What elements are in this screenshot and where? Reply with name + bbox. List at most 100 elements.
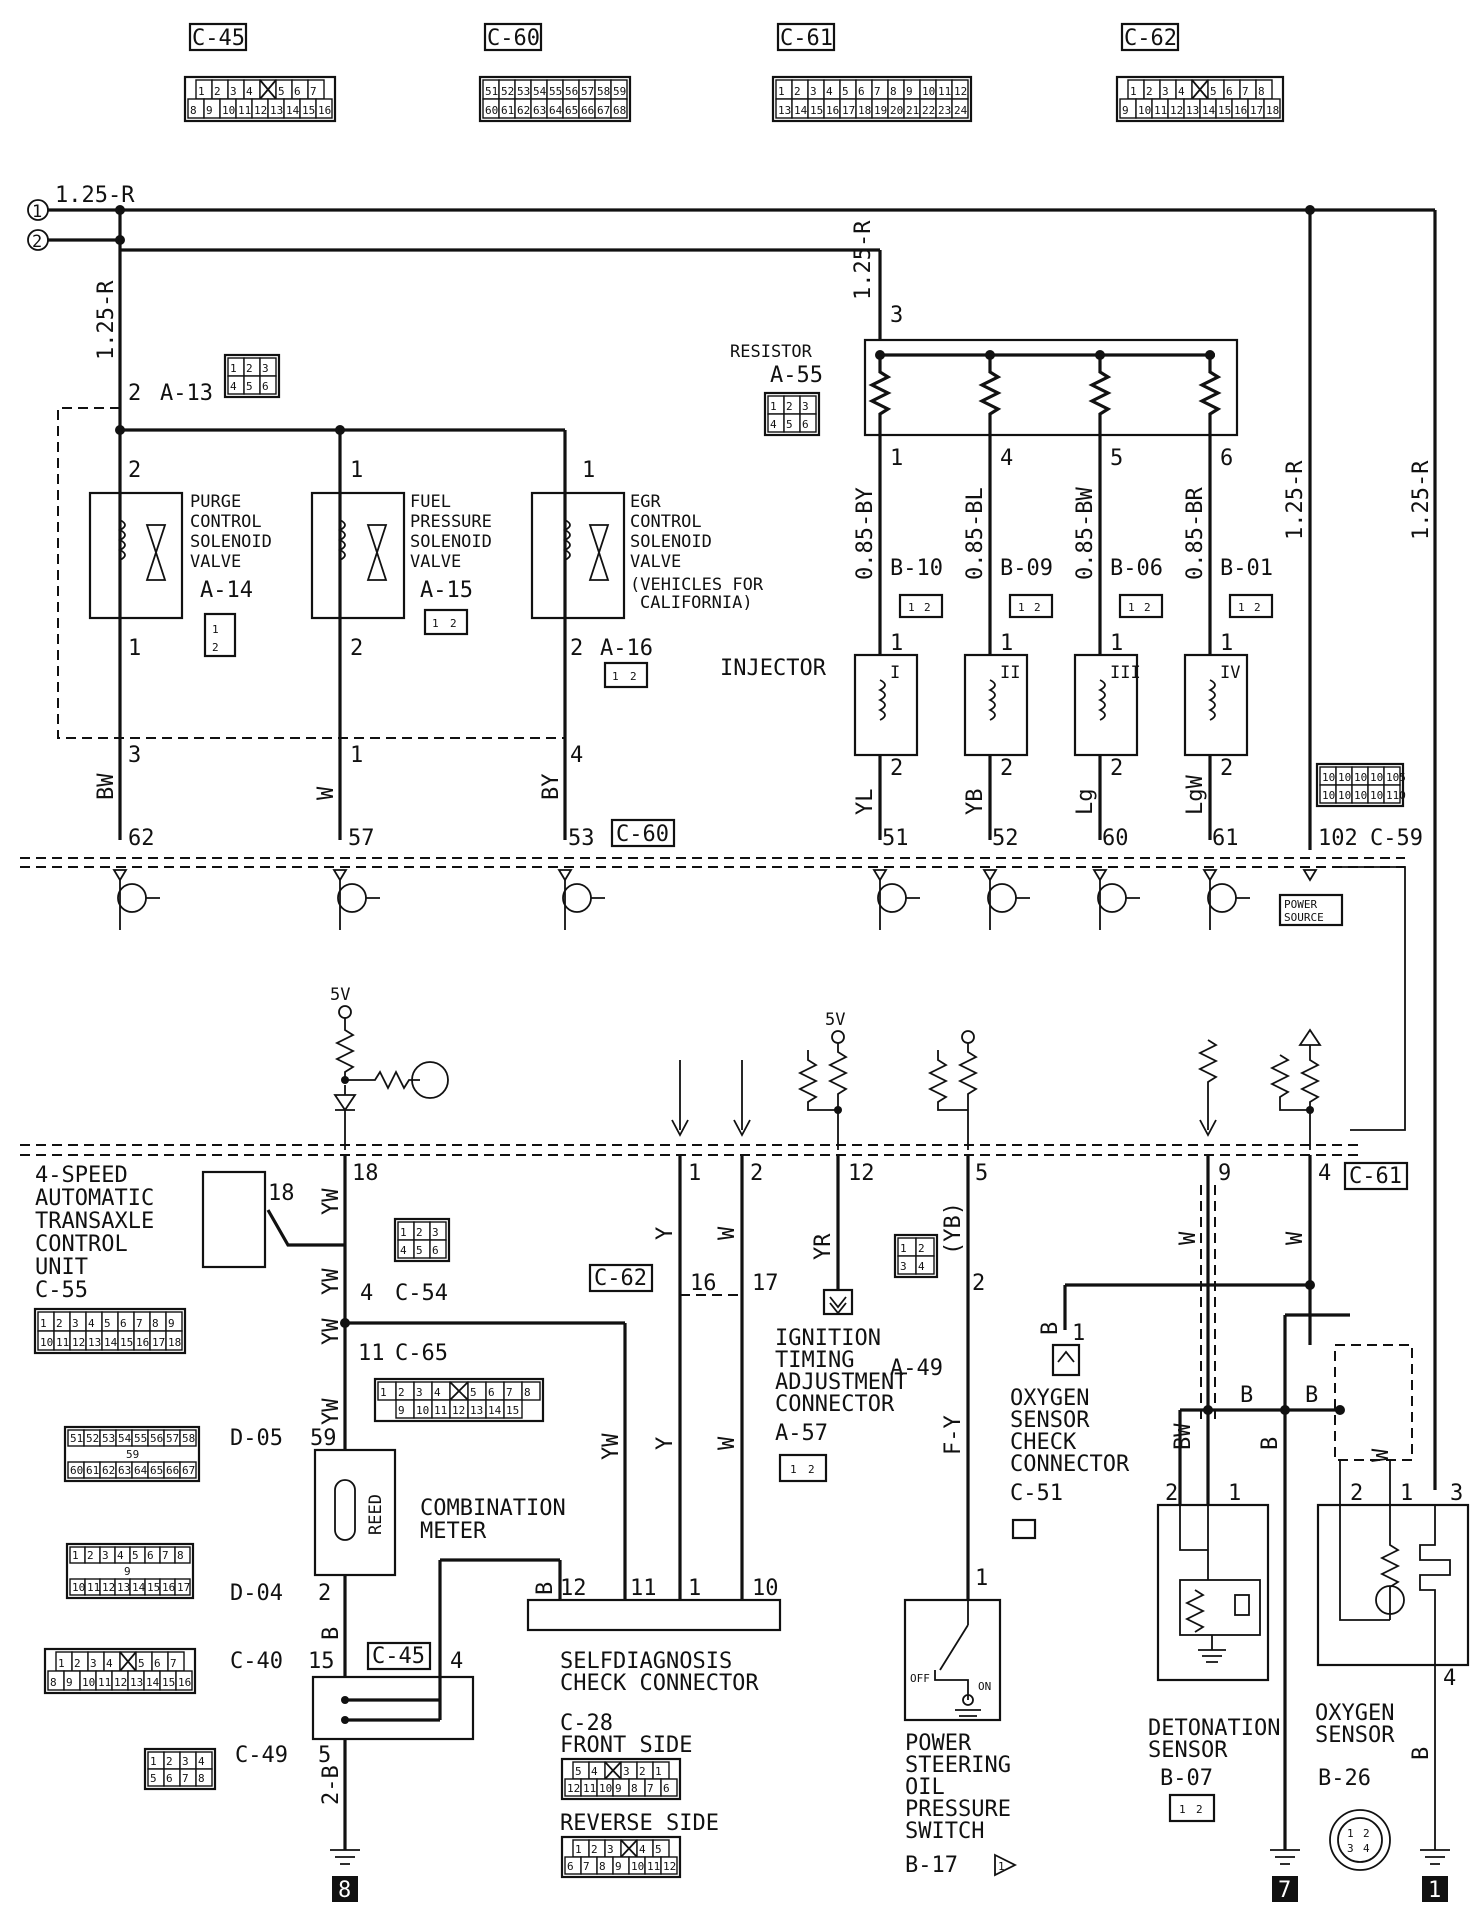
c59-wire-label: 1.25-R: [1283, 460, 1308, 540]
d05-grid-cell-53: 53: [102, 1432, 115, 1445]
d05-grid-cell-56: 56: [150, 1432, 163, 1445]
atcu-name-5: UNIT: [35, 1255, 88, 1280]
injector-3-pin-bot: 2: [1110, 756, 1123, 781]
header-connector-C-61-cell-22: 22: [922, 104, 935, 117]
a49-pin: 2: [972, 1271, 985, 1296]
fuel-ecu-pin: 57: [348, 826, 375, 851]
egr-junction-pin: 4: [570, 743, 583, 768]
atcu-name-4: CONTROL: [35, 1232, 128, 1257]
header-connector-C-45-cell-11: 11: [238, 104, 251, 117]
o2-wire-b-2: B: [1258, 1437, 1283, 1450]
a55-grid-cell-3: 3: [802, 400, 809, 413]
wire-label-vert-1-25-r: 1.25-R: [94, 280, 119, 360]
header-connector-C-45-cell-3: 3: [230, 85, 237, 98]
injector-3-wire-top: 0.85-BW: [1073, 487, 1098, 580]
c28-rev-grid-cell-6: 6: [567, 1860, 574, 1873]
d05-grid-cell-52: 52: [86, 1432, 99, 1445]
header-connector-C-61-cell-21: 21: [906, 104, 919, 117]
fuel-conn-pin-1: 1: [432, 617, 439, 630]
c40-grid-cell-7: 7: [170, 1657, 177, 1670]
injector-3-roman: III: [1110, 663, 1141, 683]
c55-grid-cell-18: 18: [168, 1336, 181, 1349]
c40-grid-cell-2: 2: [74, 1657, 81, 1670]
wire-fy: F-Y: [941, 1415, 966, 1455]
wire-w-det: W: [1176, 1231, 1201, 1245]
d05-grid-cell-54: 54: [118, 1432, 132, 1445]
header-connector-C-61-cell-13: 13: [778, 104, 791, 117]
header-connector-label-C-60: C-60: [487, 26, 540, 51]
d04-grid-cell-2: 2: [87, 1549, 94, 1562]
atcu-name-2: AUTOMATIC: [35, 1186, 154, 1211]
header-connector-C-62-cell-15: 15: [1218, 104, 1231, 117]
a13-grid-cell-5: 5: [246, 380, 253, 393]
d04-grid-cell-12: 12: [102, 1581, 115, 1594]
header-connector-C-61-cell-8: 8: [890, 85, 897, 98]
c40-grid-cell-10: 10: [82, 1676, 95, 1689]
c54-grid-cell-6: 6: [432, 1244, 439, 1257]
c28-rev-grid-cell-2: 2: [591, 1843, 598, 1856]
header-connector-C-60-cell-54: 54: [533, 85, 547, 98]
d05-grid-cell-60: 60: [70, 1464, 83, 1477]
injector-1-wire-top: 0.85-BY: [853, 487, 878, 580]
fuel-name-1: FUEL: [410, 492, 451, 512]
atcu-name-3: TRANSAXLE: [35, 1209, 154, 1234]
header-connector-C-45-cell-5: 5: [278, 85, 285, 98]
ignition-pin-1: 1: [790, 1463, 797, 1476]
c40-grid-cell-12: 12: [114, 1676, 127, 1689]
injector-4-wire-top: 0.85-BR: [1183, 487, 1208, 580]
injector-2-wire-bot: YB: [963, 789, 988, 816]
header-connector-C-60-cell-58: 58: [597, 85, 610, 98]
a13-grid-cell-4: 4: [230, 380, 237, 393]
injector-2-ecu-pin: 52: [992, 826, 1019, 851]
d05-grid-cell-51: 51: [70, 1432, 83, 1445]
injector-2-roman: II: [1000, 663, 1020, 683]
ecu-transistor-5: [982, 869, 1030, 930]
det-wire-bw: BW: [1171, 1423, 1196, 1450]
a55-grid-cell-4: 4: [770, 418, 777, 431]
injector-4-conn-pin-2: 2: [1254, 601, 1261, 614]
header-connector-C-45-cell-7: 7: [310, 85, 317, 98]
a55-grid-cell-1: 1: [770, 400, 777, 413]
header-connector-C-45-cell-13: 13: [270, 104, 283, 117]
egr-conn-pin-2: 2: [630, 670, 637, 683]
c49-grid-cell-8: 8: [198, 1772, 205, 1785]
fuel-pin-bot: 2: [350, 636, 363, 661]
header-connector-C-45-cell-1: 1: [198, 85, 205, 98]
d05-grid-mid: 59: [126, 1448, 139, 1461]
header-connector-C-45-cell-12: 12: [254, 104, 267, 117]
o2check-pin: 1: [1072, 1321, 1085, 1346]
c28-front-grid-cell-12: 12: [567, 1782, 580, 1795]
injector-3-wire-bot: Lg: [1073, 789, 1098, 816]
injector-3-ecu-pin: 60: [1102, 826, 1129, 851]
injector-4-conn-pin-1: 1: [1238, 601, 1245, 614]
power-line-1-number: 1: [32, 202, 42, 222]
power-line-2-number: 2: [32, 232, 42, 252]
header-connector-C-61-cell-3: 3: [810, 85, 817, 98]
d05-grid-cell-57: 57: [166, 1432, 179, 1445]
a49-grid-cell-3: 3: [900, 1260, 907, 1273]
o2-name-1: OXYGEN: [1315, 1701, 1394, 1726]
c65-grid-cell-1: 1: [380, 1386, 387, 1399]
c65-grid-cell-4: 4: [434, 1386, 441, 1399]
c65-grid-cell-3: 3: [416, 1386, 423, 1399]
c49-grid-cell-6: 6: [166, 1772, 173, 1785]
egr-name-4: VALVE: [630, 552, 681, 572]
c28-front-grid-cell-1: 1: [655, 1765, 662, 1778]
header-connector-C-62-cell-3: 3: [1162, 85, 1169, 98]
fuel-junction-pin: 1: [350, 743, 363, 768]
o2check-name-3: CHECK: [1010, 1430, 1077, 1455]
c62-pin-17: 17: [752, 1271, 779, 1296]
det-wire-b: B: [1240, 1383, 1253, 1408]
egr-pin-bot: 2: [570, 636, 583, 661]
header-connector-C-62-cell-18: 18: [1266, 104, 1279, 117]
a13-label: A-13: [160, 381, 213, 406]
c40-grid-cell-6: 6: [154, 1657, 161, 1670]
selfdiag-name-1: SELFDIAGNOSIS: [560, 1649, 732, 1674]
resistor-id: A-55: [770, 363, 823, 388]
